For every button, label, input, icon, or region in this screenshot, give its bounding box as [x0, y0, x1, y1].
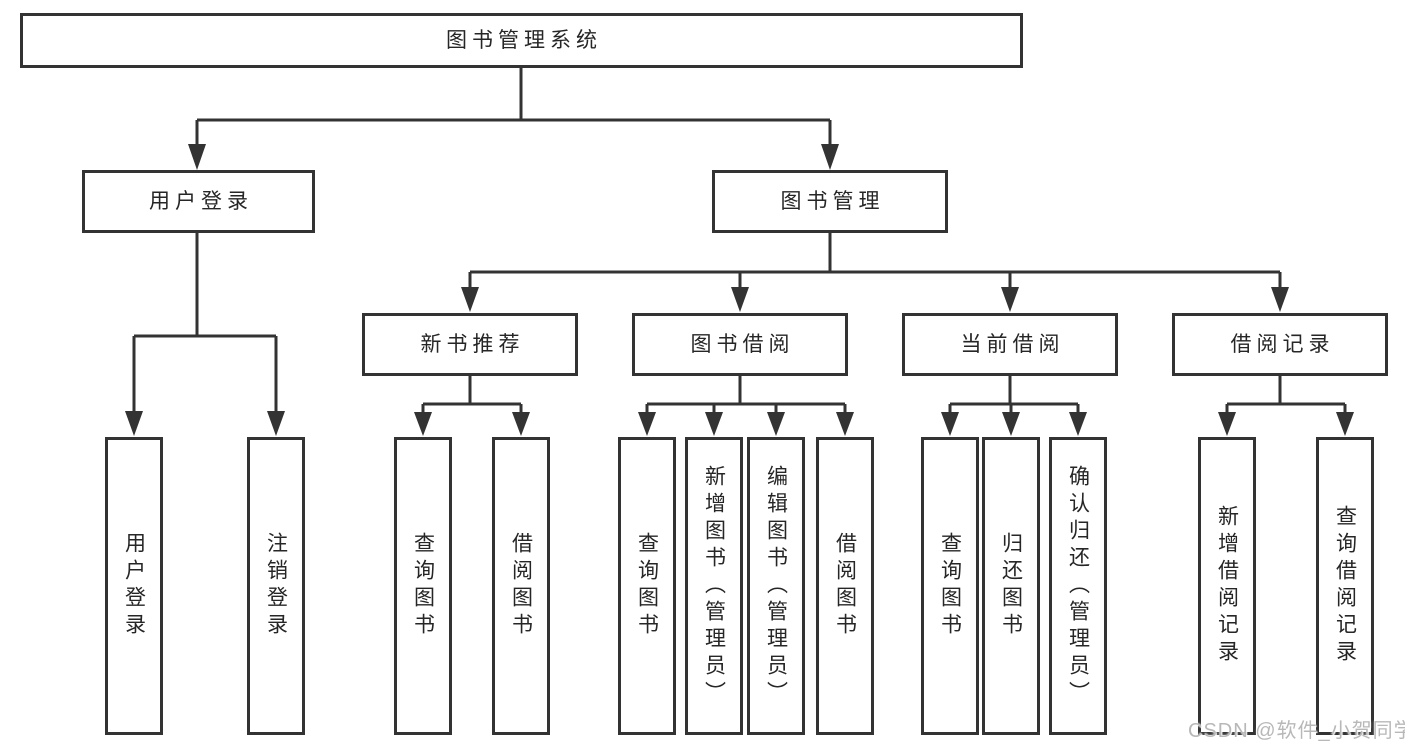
node-label: 注销登录 — [264, 532, 288, 640]
node-library-management-system: 图书管理系统 — [20, 13, 1023, 68]
node-confirm-return-admin: 确认归还（管理员） — [1049, 437, 1107, 735]
node-edit-books-admin: 编辑图书（管理员） — [747, 437, 805, 735]
node-label: 当前借阅 — [960, 333, 1065, 356]
node-label: 借阅图书 — [833, 532, 857, 640]
node-label: 新书推荐 — [420, 333, 525, 356]
node-query-borrow-record: 查询借阅记录 — [1316, 437, 1374, 735]
arrowhead-icon — [941, 412, 959, 436]
node-label: 归还图书 — [999, 532, 1023, 640]
arrowhead-icon — [1336, 412, 1354, 436]
arrowhead-icon — [1001, 287, 1019, 312]
node-return-books: 归还图书 — [982, 437, 1040, 735]
arrowhead-icon — [512, 412, 530, 436]
node-label: 查询图书 — [938, 532, 962, 640]
arrowhead-icon — [414, 412, 432, 436]
node-current-borrowing: 当前借阅 — [902, 313, 1118, 376]
arrowhead-icon — [188, 144, 206, 170]
node-user-login: 用户登录 — [82, 170, 315, 233]
arrowhead-icon — [638, 412, 656, 436]
node-label: 编辑图书（管理员） — [764, 464, 788, 708]
node-query-books-borrowing: 查询图书 — [618, 437, 676, 735]
node-label: 借阅记录 — [1230, 333, 1335, 356]
node-borrowing-records: 借阅记录 — [1172, 313, 1388, 376]
node-add-borrow-record: 新增借阅记录 — [1198, 437, 1256, 735]
node-label: 图书借阅 — [690, 333, 795, 356]
node-label: 新增图书（管理员） — [702, 464, 726, 708]
node-label: 确认归还（管理员） — [1066, 464, 1090, 708]
arrowhead-icon — [731, 287, 749, 312]
node-user-login-leaf: 用户登录 — [105, 437, 163, 735]
arrowhead-icon — [1218, 412, 1236, 436]
node-label: 图书管理系统 — [446, 29, 602, 52]
connector-arrows — [125, 144, 1354, 436]
node-label: 用户登录 — [149, 190, 253, 213]
node-label: 查询图书 — [411, 532, 435, 640]
node-borrow-books: 借阅图书 — [816, 437, 874, 735]
arrowhead-icon — [1002, 412, 1020, 436]
node-label: 查询借阅记录 — [1333, 505, 1357, 667]
node-logout: 注销登录 — [247, 437, 305, 735]
node-label: 查询图书 — [635, 532, 659, 640]
node-label: 借阅图书 — [509, 532, 533, 640]
arrowhead-icon — [821, 144, 839, 170]
node-query-books-current: 查询图书 — [921, 437, 979, 735]
node-label: 新增借阅记录 — [1215, 505, 1239, 667]
node-query-books-recommend: 查询图书 — [394, 437, 452, 735]
arrowhead-icon — [1271, 287, 1289, 312]
arrowhead-icon — [836, 412, 854, 436]
node-new-book-recommend: 新书推荐 — [362, 313, 578, 376]
node-add-books-admin: 新增图书（管理员） — [685, 437, 743, 735]
arrowhead-icon — [767, 412, 785, 436]
arrowhead-icon — [705, 412, 723, 436]
node-label: 用户登录 — [122, 532, 146, 640]
node-book-management: 图书管理 — [712, 170, 948, 233]
node-book-borrowing: 图书借阅 — [632, 313, 848, 376]
watermark: CSDN @软件_小贺同学 — [1188, 720, 1405, 742]
connector-path — [132, 68, 1347, 414]
node-borrow-books-recommend: 借阅图书 — [492, 437, 550, 735]
arrowhead-icon — [125, 411, 143, 436]
arrowhead-icon — [267, 411, 285, 436]
arrowhead-icon — [461, 287, 479, 312]
arrowhead-icon — [1069, 412, 1087, 436]
node-label: 图书管理 — [780, 190, 885, 213]
